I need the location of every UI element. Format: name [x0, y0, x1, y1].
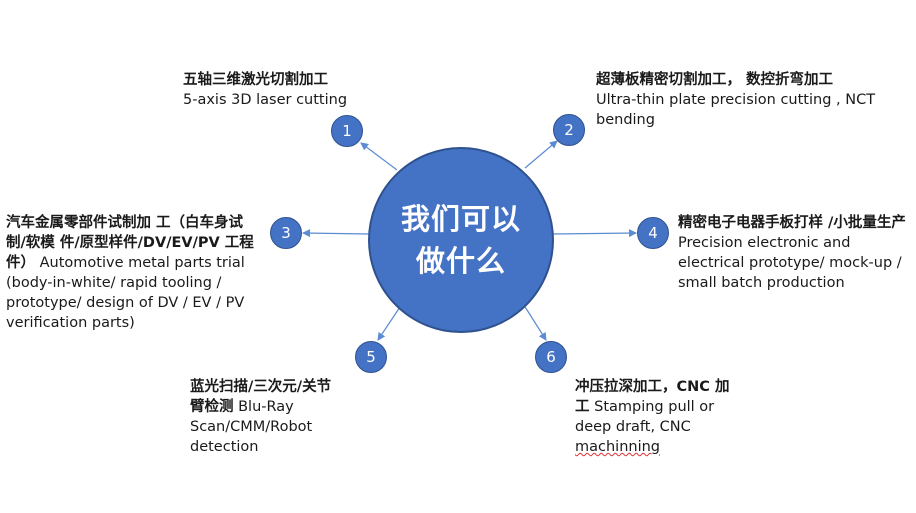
arrow-to-node-2 — [524, 140, 558, 169]
node-1-circle: 1 — [331, 115, 363, 147]
node-5-number: 5 — [366, 348, 376, 366]
node-4-circle: 4 — [637, 217, 669, 249]
hub-circle: 我们可以做什么 — [368, 147, 554, 333]
node-2-en: Ultra-thin plate precision cutting , NCT… — [596, 92, 876, 128]
node-3-en: Automotive metal parts trial (body-in-wh… — [6, 255, 245, 331]
node-6-en-misspelled: machinning — [575, 439, 661, 455]
node-4-number: 4 — [648, 224, 658, 242]
node-6-number: 6 — [546, 348, 556, 366]
node-6-label: 冲压拉深加工，CNC 加工 Stamping pull or deep draf… — [575, 377, 735, 457]
arrow-to-node-6 — [521, 301, 547, 341]
node-2-cn: 超薄板精密切割加工， 数控折弯加工 — [596, 72, 834, 88]
node-4-en: Precision electronic and electrical prot… — [678, 235, 902, 291]
node-3-number: 3 — [281, 224, 291, 242]
node-4-label: 精密电子电器手板打样 /小批量生产 Precision electronic a… — [678, 213, 914, 293]
arrow-to-node-1 — [360, 142, 398, 171]
node-2-circle: 2 — [553, 114, 585, 146]
node-4-cn: 精密电子电器手板打样 /小批量生产 — [678, 215, 906, 231]
node-6-cn: 冲压拉深加工，CNC 加工 — [575, 379, 730, 415]
node-6-en: Stamping pull or deep draft, CNC — [575, 399, 715, 435]
node-3-label: 汽车金属零部件试制加 工（白车身试制/软模 件/原型样件/DV/EV/PV 工程… — [6, 213, 258, 333]
node-5-en: Blu-Ray Scan/CMM/Robot detection — [190, 399, 313, 455]
node-3-cn: 汽车金属零部件试制加 工（白车身试制/软模 件/原型样件/DV/EV/PV 工程… — [6, 215, 254, 271]
node-3-circle: 3 — [270, 217, 302, 249]
node-1-label: 五轴三维激光切割加工 5-axis 3D laser cutting — [183, 70, 398, 110]
node-2-label: 超薄板精密切割加工， 数控折弯加工 Ultra-thin plate preci… — [596, 70, 896, 130]
arrow-to-node-4 — [552, 229, 637, 238]
node-5-cn: 蓝光扫描/三次元/关节 臂检测 — [190, 379, 332, 415]
node-1-cn: 五轴三维激光切割加工 — [183, 72, 328, 88]
hub-title: 我们可以做什么 — [400, 202, 521, 278]
node-1-number: 1 — [342, 122, 352, 140]
arrow-to-node-3 — [302, 229, 370, 238]
node-6-circle: 6 — [535, 341, 567, 373]
node-2-number: 2 — [564, 121, 574, 139]
node-5-circle: 5 — [355, 341, 387, 373]
node-1-en: 5-axis 3D laser cutting — [183, 92, 348, 108]
node-5-label: 蓝光扫描/三次元/关节 臂检测 Blu-Ray Scan/CMM/Robot d… — [190, 377, 350, 457]
